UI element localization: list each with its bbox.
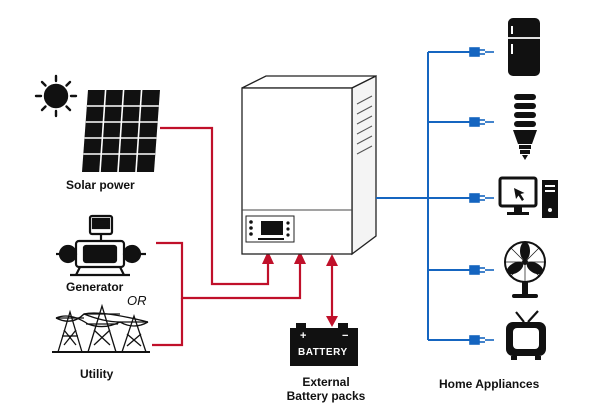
- plug-icon: [469, 47, 494, 57]
- battery-label-line2: Battery packs: [286, 389, 366, 403]
- utility-label: Utility: [80, 367, 114, 381]
- plug-icon: [469, 265, 494, 275]
- battery-label-line1: External: [302, 375, 350, 389]
- generator-icon: [56, 214, 146, 277]
- power-tower-icon: [52, 303, 150, 353]
- home-appliances-label: Home Appliances: [439, 377, 540, 391]
- computer-icon: [498, 176, 558, 218]
- solar-power-label: Solar power: [66, 178, 135, 192]
- fan-icon: [504, 241, 546, 298]
- plug-icons: [469, 47, 494, 345]
- generator-label: Generator: [66, 280, 124, 294]
- or-label: OR: [127, 293, 147, 308]
- plug-icon: [469, 193, 494, 203]
- plug-icon: [469, 117, 494, 127]
- inverter-control-panel: [245, 215, 295, 243]
- svg-text:+: +: [300, 330, 306, 342]
- light-bulb-icon: [513, 94, 537, 160]
- battery-packs-label: External Battery packs: [276, 375, 376, 403]
- battery-sign-label: BATTERY: [298, 347, 348, 358]
- svg-text:−: −: [342, 330, 348, 342]
- plug-icon: [469, 335, 494, 345]
- tv-icon: [506, 310, 546, 360]
- battery-icon: + −: [290, 323, 358, 366]
- solar-panel-icon: [82, 89, 160, 173]
- arrow-heads: [262, 251, 338, 327]
- refrigerator-icon: [508, 18, 540, 76]
- sun-icon: [34, 74, 78, 118]
- ac-output-wires: [376, 51, 470, 341]
- input-wires: [152, 126, 334, 347]
